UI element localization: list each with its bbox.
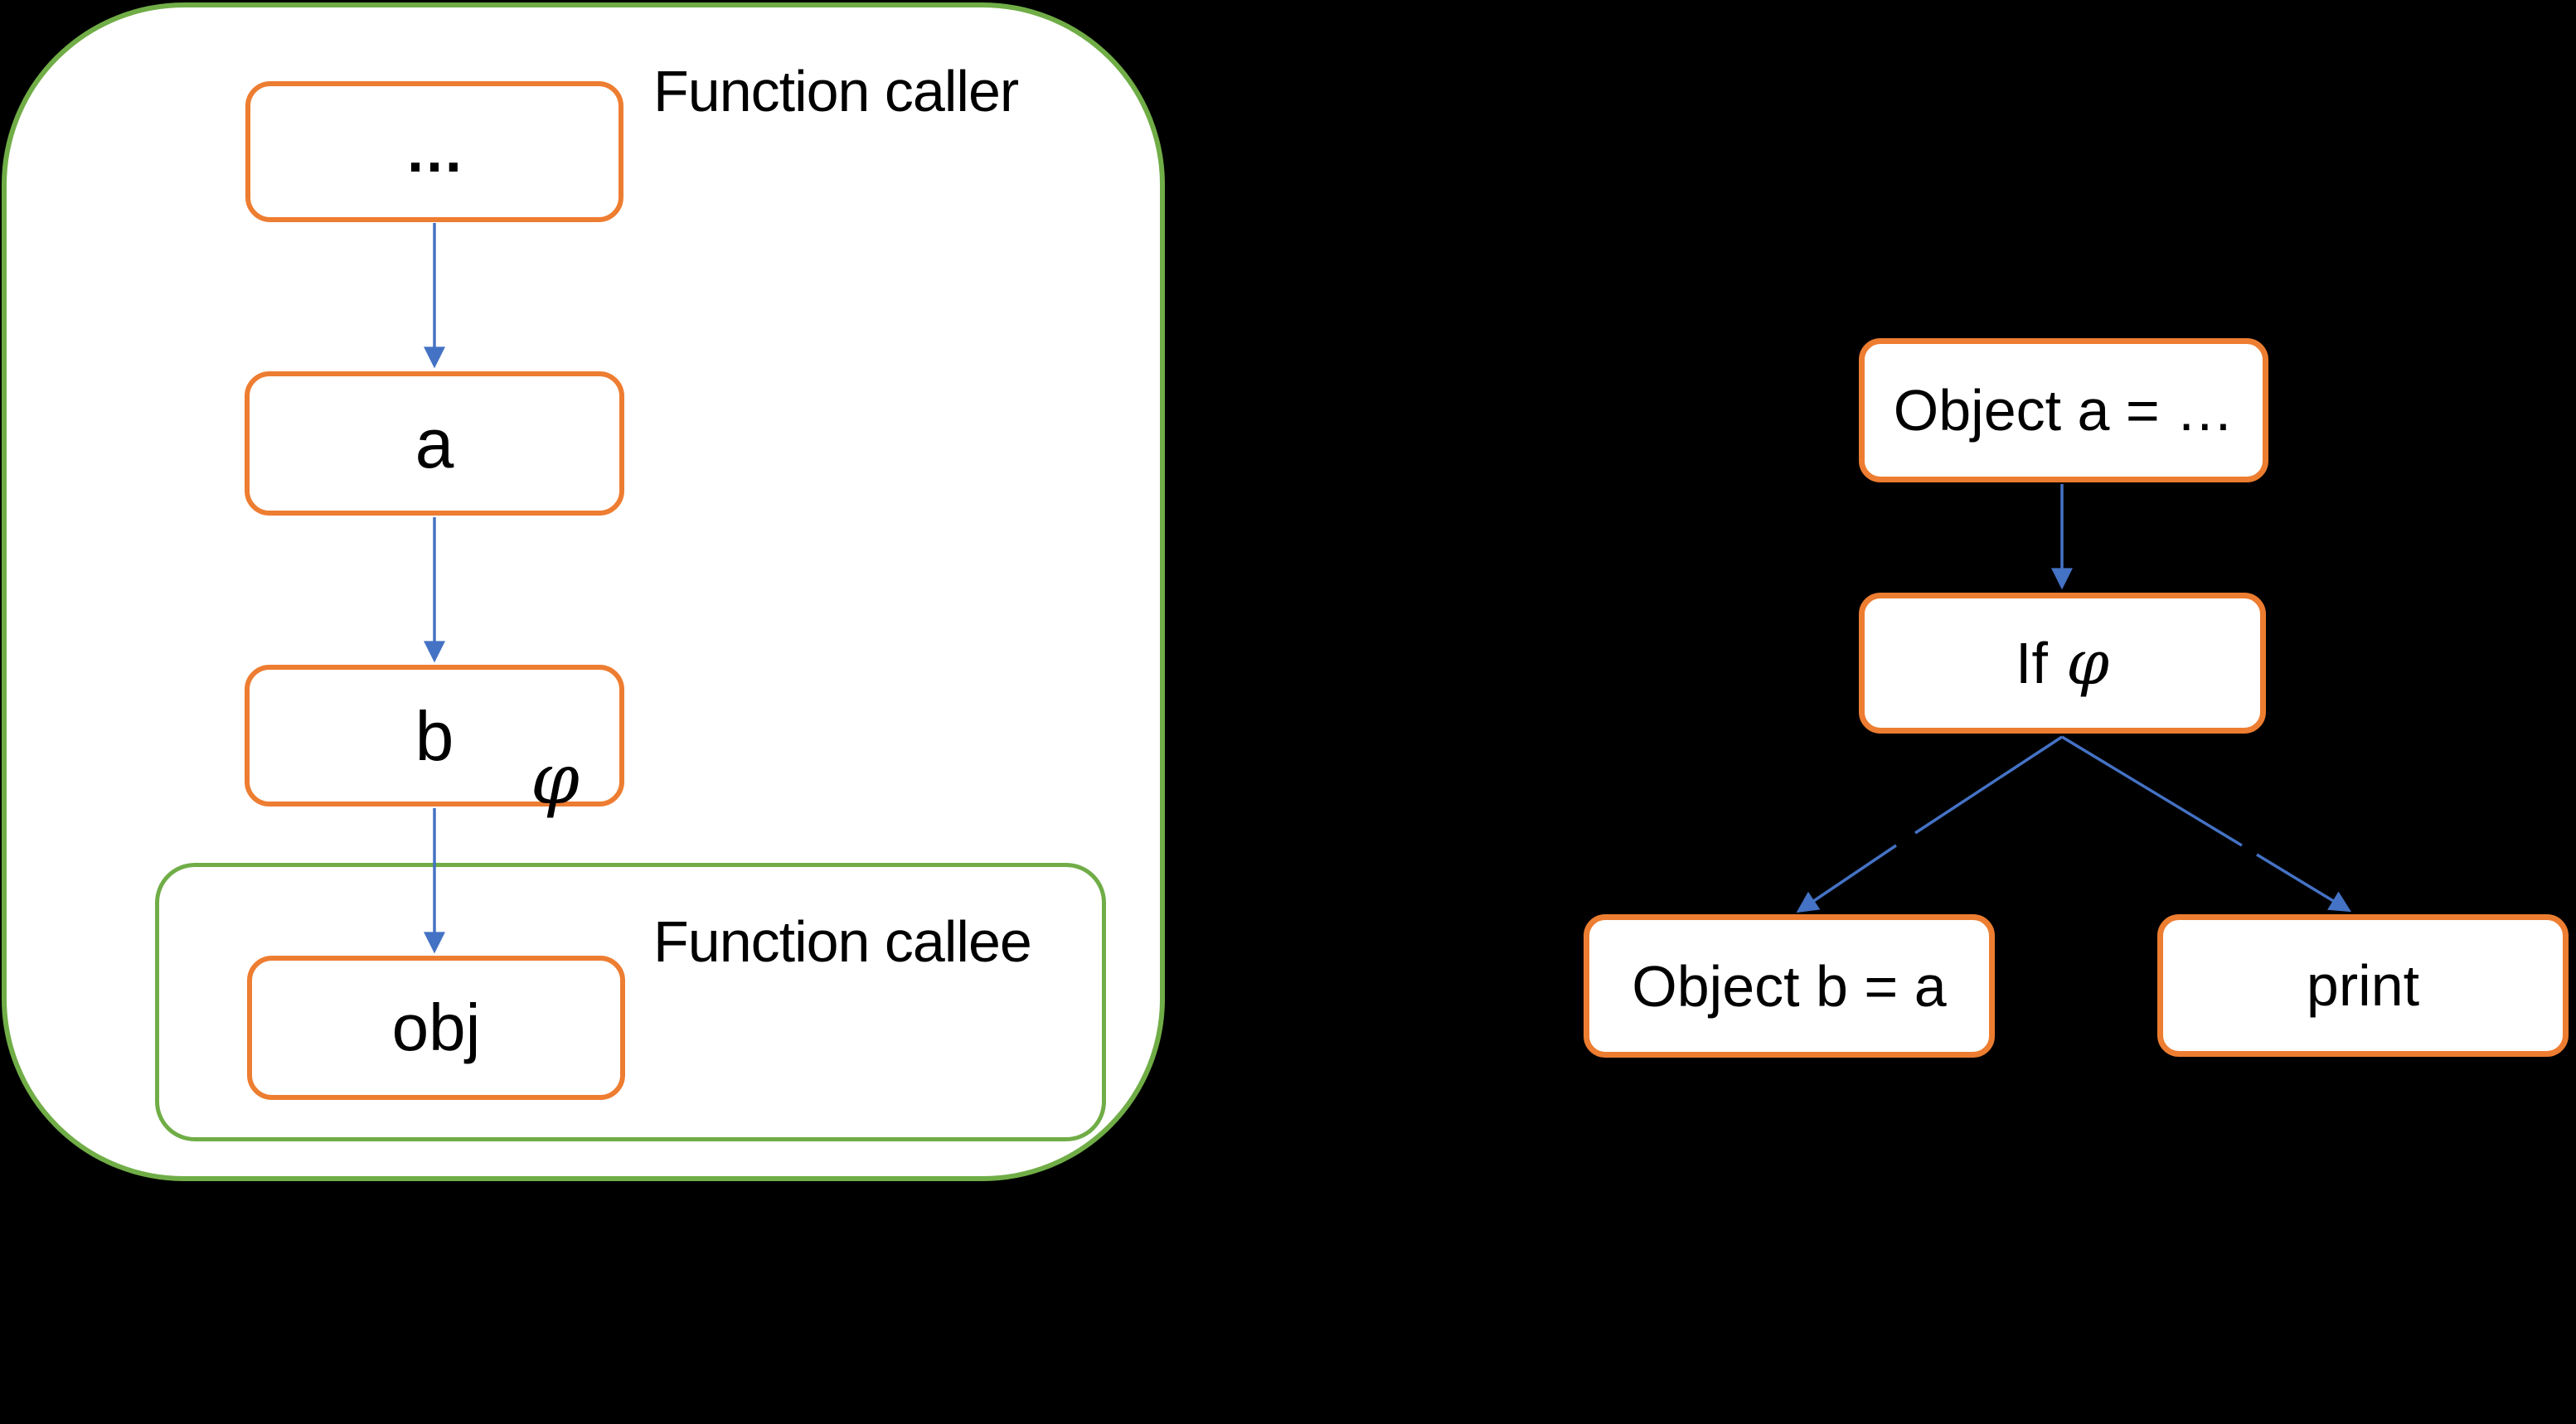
group-label-function-callee: Function callee <box>653 909 1032 974</box>
group-function-callee <box>155 863 1106 1141</box>
node-b: b <box>245 665 624 806</box>
node-object-a-label: Object a = … <box>1893 378 2234 443</box>
node-ellipsis-label: … <box>405 119 464 185</box>
node-print: print <box>2157 914 2569 1057</box>
node-object-b: Object b = a <box>1584 914 1995 1058</box>
phi-symbol: φ <box>2066 627 2109 699</box>
arrow-if-to-object-b <box>1796 844 1897 913</box>
phi-annotation: φ <box>531 739 580 820</box>
node-obj-label: obj <box>391 991 481 1064</box>
arrow-if-to-print-segment <box>2061 735 2243 847</box>
group-label-function-caller: Function caller <box>653 59 1019 124</box>
node-print-label: print <box>2306 953 2420 1018</box>
node-object-b-label: Object b = a <box>1632 953 1947 1019</box>
arrow-if-to-print <box>2256 853 2352 913</box>
node-obj: obj <box>247 956 625 1100</box>
node-object-a: Object a = … <box>1859 338 2268 482</box>
node-if-label: If <box>2016 631 2048 695</box>
node-b-label: b <box>415 696 454 775</box>
node-a-label: a <box>415 404 454 482</box>
arrow-if-to-object-b-segment <box>1914 735 2063 835</box>
node-a: a <box>245 371 624 516</box>
node-ellipsis: … <box>245 81 623 222</box>
